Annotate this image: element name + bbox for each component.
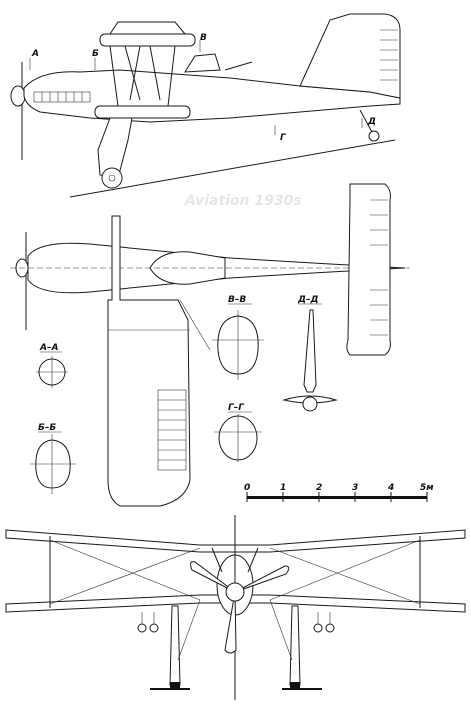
section-title-b: Б–Б <box>38 423 56 433</box>
spinner-side <box>10 85 26 107</box>
section-marker-d: Д <box>367 117 376 127</box>
aileron-plan <box>157 389 187 471</box>
scale-tick-5: 5м <box>420 483 434 493</box>
main-gear-side <box>97 117 133 189</box>
landing-gear-front <box>150 599 322 690</box>
scale-tick-4: 4 <box>387 483 394 493</box>
canopy-side <box>184 53 221 73</box>
front-view <box>5 515 466 700</box>
section-title-v: В–В <box>228 295 246 305</box>
cabane-frame <box>109 21 186 35</box>
underwing-stores <box>137 612 335 633</box>
interplane-struts <box>49 536 421 608</box>
ground-line <box>69 139 396 198</box>
section-marker-g: Г <box>280 133 287 143</box>
rudder-hatching <box>380 29 398 81</box>
section-d-shape <box>282 309 338 412</box>
cross-sections: А–А Б–Б В–В Г–Г Д–Д <box>30 295 338 494</box>
plan-view <box>10 183 410 507</box>
scale-tick-0: 0 <box>244 483 250 493</box>
wing-strut-plan <box>179 299 211 351</box>
scale-tick-2: 2 <box>316 483 322 493</box>
lower-wing-side <box>94 105 191 119</box>
watermark-text: Aviation 1930s <box>184 193 302 209</box>
scale-bar: 0 1 2 3 4 5м <box>244 483 434 502</box>
stabilizer-plan <box>346 183 391 356</box>
rear-gun <box>224 61 253 71</box>
propeller-front <box>190 561 290 654</box>
wing-plan <box>107 215 191 507</box>
tail-wheel-side <box>359 109 380 142</box>
side-view: А Б В Г Д <box>10 13 401 198</box>
exhaust-stubs <box>33 91 91 103</box>
tail-fin-side <box>299 13 401 99</box>
scale-tick-1: 1 <box>280 483 286 493</box>
upper-wing-side <box>99 33 196 47</box>
wing-struts-side <box>109 45 176 107</box>
section-title-a: А–А <box>39 343 58 353</box>
scale-tick-3: 3 <box>352 483 358 493</box>
section-title-d: Д–Д <box>297 295 319 305</box>
section-marker-b: Б <box>92 49 99 59</box>
section-marker-v: В <box>200 33 207 43</box>
cockpit-plan <box>149 251 226 285</box>
section-marker-a: А <box>31 49 39 59</box>
section-title-g: Г–Г <box>228 403 245 413</box>
cabane-struts-front <box>211 547 259 573</box>
elevator-hatching <box>370 199 388 336</box>
scale-bar-line <box>247 496 427 499</box>
